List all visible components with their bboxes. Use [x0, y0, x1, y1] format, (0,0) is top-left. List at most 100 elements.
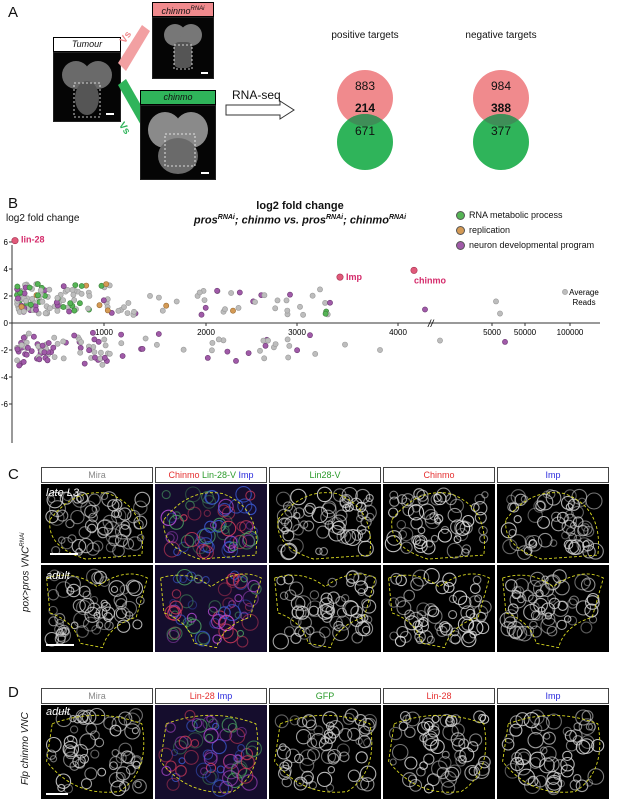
- data-point: [220, 337, 227, 344]
- side-label-d: Flp chinmo VNC: [20, 712, 31, 785]
- data-point: [34, 281, 41, 287]
- tile-c-late-l3-3: [383, 484, 495, 563]
- data-point: [265, 337, 271, 344]
- tumour-micrograph: [53, 52, 121, 122]
- x-tick-label-4: 5000: [483, 328, 501, 337]
- data-point: [312, 350, 319, 357]
- scale-bar: [46, 793, 68, 795]
- rnai-brain-shape: [164, 24, 208, 74]
- tile-d-adult-4: [497, 705, 609, 799]
- data-point: [214, 287, 220, 294]
- scale-bar: [50, 553, 78, 555]
- data-point: [342, 341, 348, 348]
- legend-dot-neuron: [456, 240, 465, 250]
- data-point: [222, 306, 228, 313]
- data-point: [147, 293, 153, 299]
- data-point: [119, 353, 126, 359]
- data-point: [245, 350, 252, 357]
- tile-d-adult-0: [41, 705, 153, 799]
- data-point: [261, 355, 268, 362]
- data-point: [46, 286, 53, 293]
- data-point: [16, 362, 23, 369]
- legend-neuron-dev: neuron developmental program: [456, 240, 594, 250]
- data-point: [309, 292, 316, 299]
- tile-c-adult-4: [497, 565, 609, 652]
- row-label-adult-c: adult: [46, 570, 70, 582]
- tile-d-adult-3: [383, 705, 495, 799]
- data-point: [44, 357, 51, 364]
- data-point: [257, 347, 263, 354]
- data-point: [47, 305, 53, 312]
- data-point: [66, 308, 72, 315]
- axis-break-mark: //: [427, 319, 435, 330]
- row-label-adult-d: adult: [46, 706, 70, 718]
- data-point: [327, 299, 333, 306]
- data-point: [60, 355, 67, 362]
- tile-c-adult-1: [155, 565, 267, 652]
- data-point: [118, 331, 124, 338]
- positive-top-count: 883: [354, 79, 376, 93]
- rna-seq-label: RNA-seq: [232, 88, 281, 102]
- chinmo-label: chinmo: [140, 90, 216, 105]
- tile-c-late-l3-2-image: [275, 486, 377, 561]
- tumour-brain-shape: [62, 61, 114, 118]
- data-point: [422, 306, 428, 313]
- data-point: [101, 354, 108, 361]
- x-tick-label-3: 4000: [389, 328, 407, 337]
- data-point: [27, 301, 34, 308]
- x-tick-label-2: 3000: [288, 328, 306, 337]
- data-point: [85, 305, 91, 312]
- data-point: [103, 281, 110, 287]
- data-point: [45, 340, 52, 346]
- data-point: [90, 329, 96, 336]
- data-point: [54, 295, 61, 301]
- data-point: [51, 354, 58, 360]
- negative-top-count: 984: [490, 79, 512, 93]
- data-point: [493, 298, 499, 305]
- data-point: [50, 344, 57, 351]
- data-point: [14, 283, 21, 290]
- positive-bottom-count: 671: [354, 124, 376, 138]
- data-point: [54, 340, 61, 347]
- header-d-gfp: GFP: [269, 688, 381, 704]
- data-point: [77, 344, 84, 351]
- tile-c-late-l3-0: [41, 484, 153, 563]
- data-point: [297, 303, 303, 310]
- data-point: [41, 349, 48, 356]
- data-point: [81, 360, 88, 367]
- data-point: [377, 347, 383, 353]
- y-tick-label-4: -2: [1, 346, 9, 355]
- data-point: [78, 283, 85, 289]
- data-point: [287, 291, 293, 298]
- data-point: [208, 347, 215, 354]
- data-point: [18, 303, 25, 310]
- tumour-label: Tumour: [53, 37, 121, 52]
- data-point: [15, 295, 21, 302]
- data-point: [78, 290, 85, 297]
- tile-c-adult-3: [383, 565, 495, 652]
- data-point: [78, 339, 84, 345]
- data-point: [252, 299, 258, 305]
- header-d-mira: Mira: [41, 688, 153, 704]
- legend-replication: replication: [456, 225, 510, 235]
- data-point: [104, 307, 111, 314]
- data-point: [26, 284, 33, 291]
- labeled-point-1: [336, 273, 344, 281]
- data-point: [28, 348, 35, 354]
- x-tick-label-1: 2000: [197, 328, 215, 337]
- data-point: [284, 336, 291, 343]
- data-point: [99, 361, 106, 368]
- data-point: [91, 336, 98, 343]
- data-point: [29, 295, 36, 302]
- x-tick-label-6: 100000: [557, 328, 584, 337]
- venn-negative: [473, 70, 529, 170]
- legend-dot-replication: [456, 225, 465, 235]
- data-point: [224, 348, 231, 355]
- legend-rna-metabolic: RNA metabolic process: [456, 210, 563, 220]
- data-point: [283, 297, 290, 304]
- data-point: [286, 343, 293, 349]
- data-point: [562, 289, 568, 295]
- y-tick-label-0: 6: [4, 238, 9, 247]
- data-point: [86, 293, 93, 299]
- data-point: [235, 305, 242, 311]
